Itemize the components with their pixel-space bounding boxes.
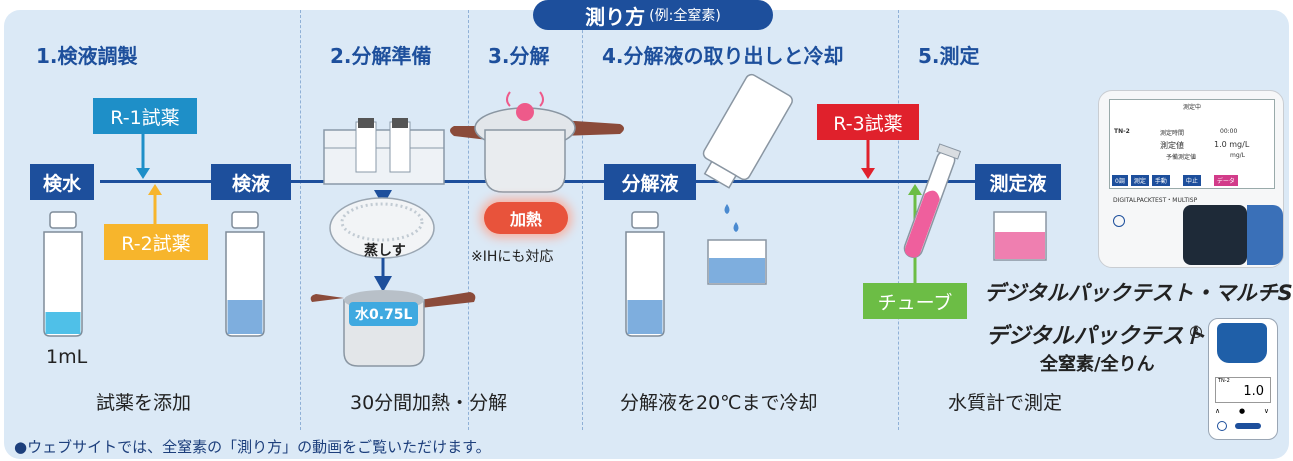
volume-label: 1mL — [46, 346, 88, 368]
screen-button-stop[interactable]: 中止 — [1182, 175, 1201, 186]
product-single: デジタルパックテスト — [986, 324, 1206, 349]
screen-header: 測定中 — [1182, 104, 1201, 111]
ih-note: ※IHにも対応 — [471, 249, 554, 265]
heat-badge: 加熱 — [484, 202, 568, 234]
pouring-bottle — [702, 73, 793, 232]
label-measure-liquid: 測定液 — [975, 164, 1061, 200]
r3-arrow — [861, 138, 875, 179]
screen-buttons: 0調 測定 手動 中止 データ — [1112, 175, 1238, 186]
label-sample-water: 検水 — [30, 164, 94, 200]
product-registered-mark: R — [1190, 326, 1202, 338]
title-pill: 測り方 (例:全窒素) — [533, 0, 773, 30]
divider-4 — [898, 10, 899, 430]
meter-logo-icon — [1235, 423, 1261, 429]
screen-row1-value: 00:00 — [1220, 128, 1238, 135]
reagent-tube: チューブ — [863, 283, 967, 319]
screen-tn: TN-2 — [1114, 128, 1130, 135]
r1-arrow — [136, 132, 150, 179]
meter-power-icon[interactable] — [1217, 421, 1227, 431]
title-main: 測り方 — [585, 4, 646, 29]
device-side-panel — [1247, 205, 1283, 265]
screen-row2-label: 測定値 — [1160, 141, 1184, 150]
divider-2 — [468, 10, 469, 430]
step-3-label: 3.分解 — [488, 44, 550, 68]
meter-display: TN-2 1.0 — [1215, 377, 1271, 403]
reagent-r3: R-3試薬 — [817, 104, 919, 140]
r2-arrow — [148, 184, 162, 226]
pressure-cooker — [450, 91, 624, 193]
multi-sp-device: 測定中 TN-2 測定時間 00:00 測定値 1.0 mg/L 予備測定値 m… — [1098, 90, 1284, 268]
measurement-cell — [993, 211, 1047, 261]
water-label: 水0.75L — [349, 302, 419, 326]
power-button-icon[interactable] — [1113, 215, 1125, 227]
screen-button-data[interactable]: データ — [1213, 175, 1238, 186]
reagent-r2: R-2試薬 — [104, 224, 208, 260]
reagent-r1: R-1試薬 — [93, 98, 197, 134]
vial-sample-liquid — [225, 211, 265, 337]
label-digest-liquid: 分解液 — [604, 164, 696, 200]
vial-rack — [323, 118, 445, 185]
label-sample-liquid: 検液 — [211, 164, 291, 200]
screen-row1-label: 測定時間 — [1160, 130, 1185, 137]
vial-digest-liquid — [625, 211, 665, 337]
screen-button-measure[interactable]: 測定 — [1130, 175, 1149, 186]
caption-step-5: 水質計で測定 — [948, 392, 1063, 414]
meter-code: TN-2 — [1218, 378, 1230, 384]
screen-button-manual[interactable]: 手動 — [1151, 175, 1170, 186]
step-2-label: 2.分解準備 — [330, 44, 432, 68]
footer-note: ●ウェブサイトでは、全窒素の「測り方」の動画をご覧いただけます。 — [14, 438, 491, 456]
cooling-cup — [707, 239, 767, 285]
device-screen: 測定中 TN-2 測定時間 00:00 測定値 1.0 mg/L 予備測定値 m… — [1109, 99, 1275, 189]
caption-step-4: 分解液を20℃まで冷却 — [620, 392, 818, 414]
steam-plate — [329, 197, 435, 259]
product-multi-sp: デジタルパックテスト・マルチSP — [984, 281, 1293, 305]
device-label: DIGITALPACKTEST・MULTISP — [1113, 197, 1198, 204]
cell-holder — [1183, 205, 1247, 265]
divider-1 — [300, 10, 301, 430]
divider-3 — [582, 10, 583, 430]
step-1-label: 1.検液調製 — [36, 44, 138, 68]
test-tube — [903, 143, 962, 259]
meter-buttons: ∧ ● ∨ — [1215, 407, 1269, 415]
screen-row2-value: 1.0 mg/L — [1214, 140, 1250, 149]
meter-down-button[interactable]: ∨ — [1263, 407, 1269, 415]
meter-up-button[interactable]: ∧ — [1215, 407, 1221, 415]
screen-row3-value: mg/L — [1230, 152, 1246, 159]
caption-step-1: 試薬を添加 — [96, 392, 192, 414]
step-5-label: 5.測定 — [918, 44, 980, 68]
screen-button-zero[interactable]: 0調 — [1112, 175, 1128, 186]
meter-cap — [1217, 323, 1267, 363]
meter-select-button[interactable]: ● — [1238, 407, 1246, 415]
product-single-sub: 全窒素/全りん — [1040, 354, 1155, 375]
screen-row3-label: 予備測定値 — [1166, 154, 1197, 161]
vial-sample-water — [43, 211, 83, 337]
meter-value: 1.0 — [1243, 384, 1264, 399]
caption-step-2-3: 30分間加熱・分解 — [350, 392, 508, 414]
title-sub: (例:全窒素) — [649, 8, 721, 24]
step-4-label: 4.分解液の取り出しと冷却 — [602, 44, 844, 68]
single-meter: TN-2 1.0 ∧ ● ∨ — [1208, 318, 1278, 440]
steam-plate-label: 蒸しす — [364, 243, 406, 259]
